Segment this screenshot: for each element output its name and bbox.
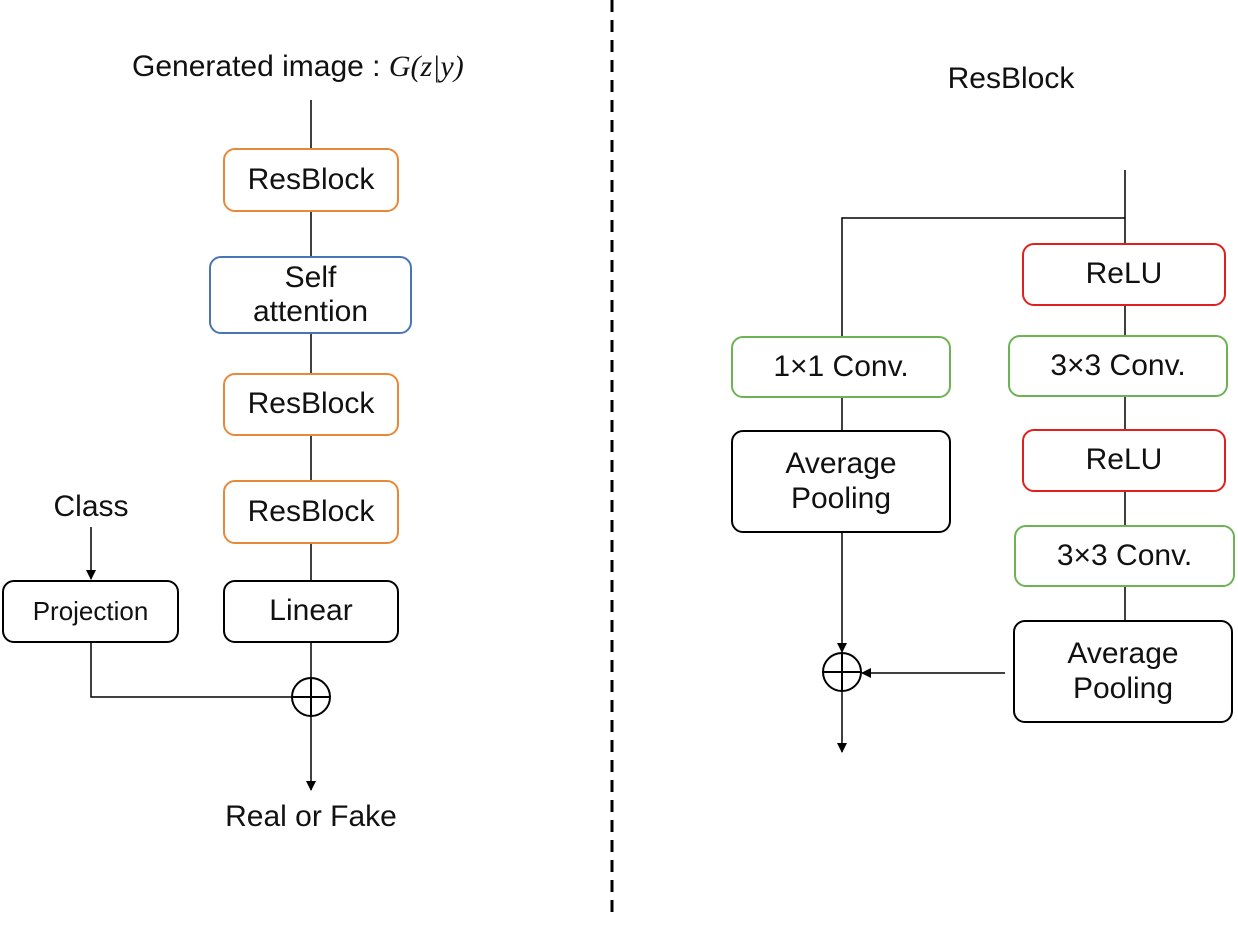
- projection-box: Projection: [2, 580, 179, 643]
- average-pooling-box: Average Pooling: [1013, 620, 1233, 723]
- block-label: 1×1 Conv.: [773, 349, 909, 383]
- average-pooling-box: Average Pooling: [731, 430, 951, 533]
- conv3x3-box: 3×3 Conv.: [1008, 335, 1228, 397]
- resblock-box: ResBlock: [223, 148, 399, 212]
- input-label: Generated image : G(z|y): [132, 50, 464, 85]
- block-label: Average Pooling: [1067, 637, 1179, 705]
- sum-node: [822, 652, 862, 692]
- self-attention-box: Self attention: [209, 256, 412, 334]
- block-label: ResBlock: [247, 387, 375, 421]
- block-label: ResBlock: [247, 494, 375, 528]
- conv1x1-box: 1×1 Conv.: [731, 336, 951, 398]
- block-label: ResBlock: [247, 162, 375, 196]
- block-label: Linear: [269, 594, 353, 628]
- resblock-title: ResBlock: [947, 62, 1075, 95]
- resblock-box: ResBlock: [223, 480, 399, 544]
- block-label: 3×3 Conv.: [1050, 348, 1186, 382]
- output-label: Real or Fake: [225, 800, 397, 833]
- projection-to-sum-line: [90, 643, 292, 698]
- conv3x3-box: 3×3 Conv.: [1014, 525, 1235, 587]
- input-label-math: G(z|y): [388, 50, 464, 83]
- relu-box: ReLU: [1022, 429, 1226, 492]
- block-label: ReLU: [1085, 443, 1163, 477]
- projection-label: Projection: [32, 595, 149, 626]
- block-label: Average Pooling: [785, 447, 897, 515]
- block-label: Self attention: [252, 260, 369, 329]
- linear-box: Linear: [223, 580, 399, 643]
- relu-box: ReLU: [1022, 243, 1226, 306]
- block-label: 3×3 Conv.: [1056, 538, 1193, 572]
- sum-node: [291, 677, 331, 717]
- resblock-box: ResBlock: [223, 373, 399, 436]
- shortcut-branch-line: [841, 217, 1125, 336]
- class-label: Class: [53, 490, 129, 523]
- block-label: ReLU: [1085, 257, 1163, 291]
- input-label-text: Generated image :: [132, 50, 389, 83]
